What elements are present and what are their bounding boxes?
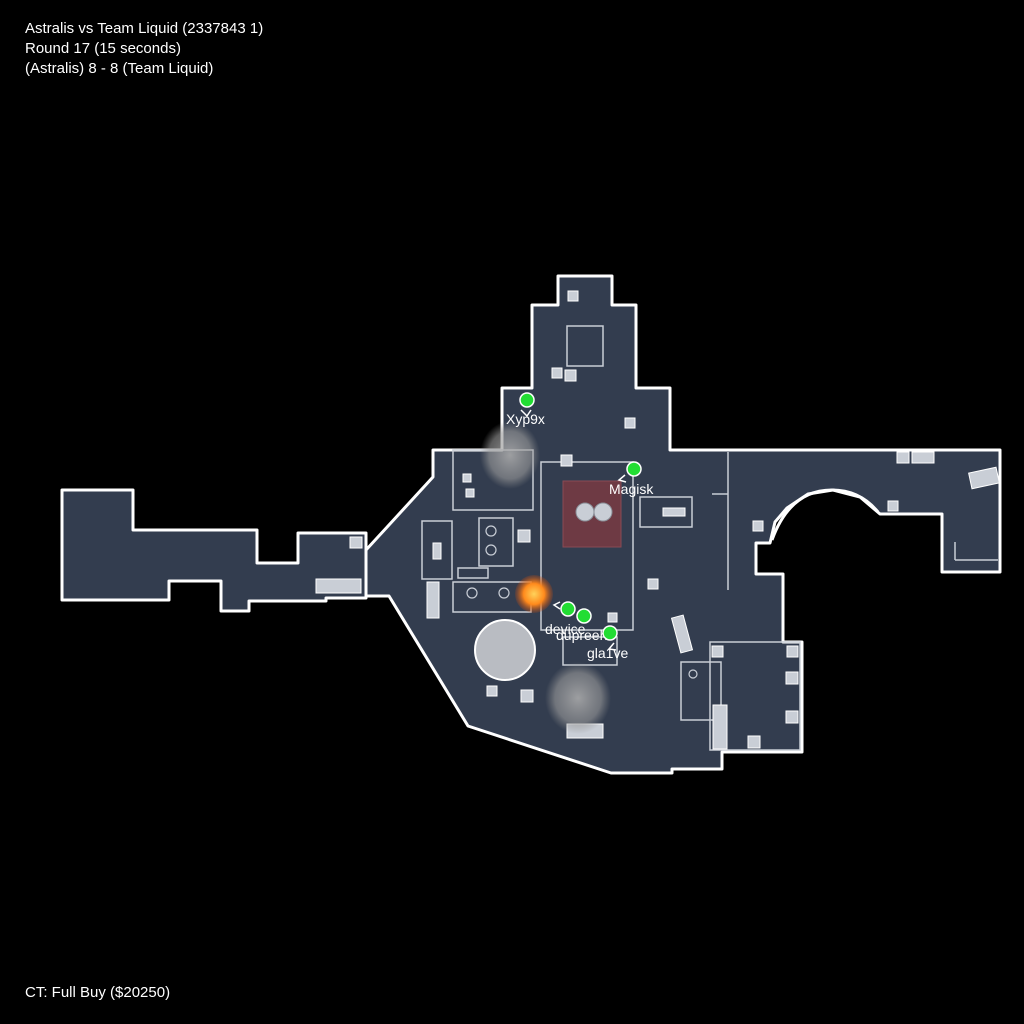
view-direction-icon [617, 474, 627, 483]
player-name: dupreeh [556, 627, 607, 643]
player-name: Xyp9x [506, 411, 545, 427]
player-name: Magisk [609, 481, 654, 497]
map-arch [770, 488, 880, 541]
player-marker: Magisk [609, 461, 654, 497]
player-marker: dupreeh [556, 608, 607, 643]
match-title: Astralis vs Team Liquid (2337843 1) [25, 20, 264, 37]
smoke-grenade-icon [545, 662, 611, 734]
view-direction-icon [607, 642, 617, 651]
score-line: (Astralis) 8 - 8 (Team Liquid) [25, 60, 214, 77]
player-marker: gla1ve [587, 625, 628, 661]
view-direction-icon [552, 601, 561, 610]
player-marker: Xyp9x [506, 392, 545, 427]
smoke-grenade-icon [480, 421, 540, 489]
player-name: device [545, 621, 586, 637]
bombsite-crate [575, 502, 595, 522]
round-info: Round 17 (15 seconds) [25, 40, 181, 57]
player-name: gla1ve [587, 645, 628, 661]
player-marker: device [545, 601, 586, 637]
view-direction-icon [520, 409, 532, 418]
bombsite-crate [593, 502, 613, 522]
map-water-tank [474, 619, 536, 681]
ct-economy: CT: Full Buy ($20250) [25, 984, 171, 1001]
map-drums [466, 525, 698, 679]
molotov-fire-icon [515, 575, 553, 613]
